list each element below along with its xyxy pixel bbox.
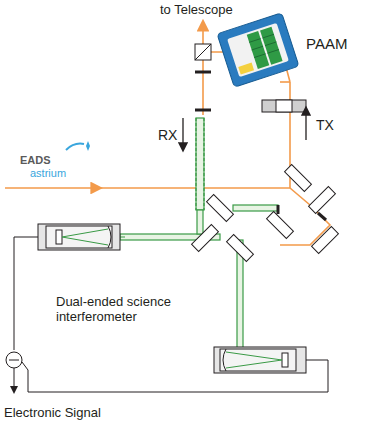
signal-label: RX [158, 128, 177, 143]
logo-text: astrium [30, 166, 66, 181]
signal-label: TX [316, 118, 334, 133]
logo-text: EADS [20, 153, 51, 168]
caption-label: to Telescope [160, 2, 233, 17]
part-name: PAAM [306, 36, 347, 51]
part-name: Dual-ended science interferometer [56, 294, 176, 324]
signal-label: Electronic Signal [4, 405, 101, 420]
